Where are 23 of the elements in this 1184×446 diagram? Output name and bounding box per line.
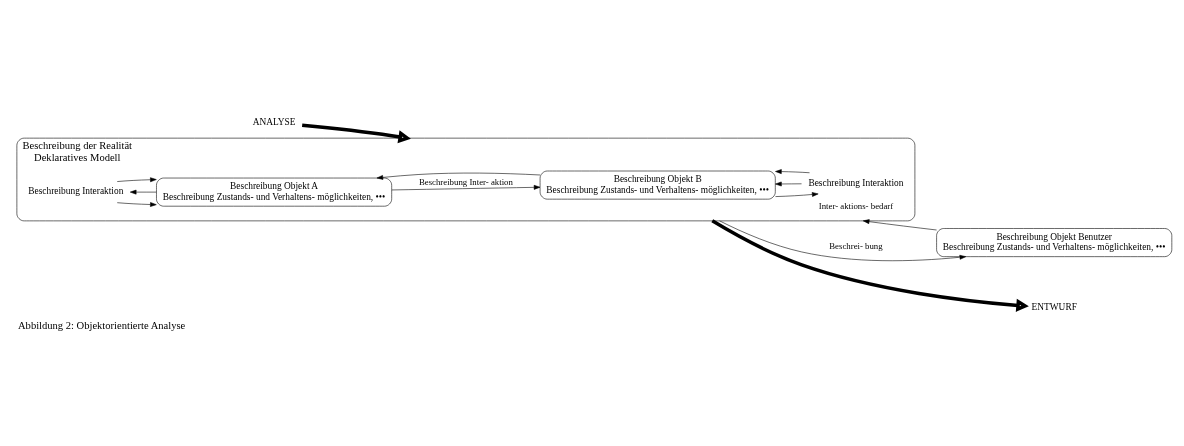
node-text: ENTWURF [1031, 301, 1077, 312]
node-text: Beschreibung Interaktion [28, 185, 124, 196]
node-box: Beschreibung Objekt Benutzer Beschreibung Zustands- und Verhaltens- möglichkeiten, ••• [936, 227, 1173, 257]
arrow [129, 189, 157, 194]
arrow [302, 123, 411, 143]
arrow [719, 220, 967, 261]
arrow [116, 201, 157, 207]
arrow [376, 172, 541, 180]
arrow [711, 218, 1029, 312]
edge-label: Beschrei- bung [829, 240, 883, 251]
edge-label: Beschreibung Inter- aktion [418, 176, 513, 187]
arrow [775, 191, 819, 197]
arrow [775, 181, 802, 186]
arrow [116, 176, 157, 182]
arrow [862, 218, 937, 230]
arrow [391, 184, 541, 190]
node-text: ANALYSE [252, 116, 296, 127]
node-text: Beschreibung Interaktion [808, 177, 904, 188]
arrow [775, 168, 810, 174]
node-box: Beschreibung Objekt A Beschreibung Zustands- und Verhaltens- möglichkeiten, ••• [156, 177, 392, 206]
caption: Abbildung 2: Objektorientierte Analyse [18, 319, 186, 331]
edge-label: Inter- aktions- bedarf [818, 200, 894, 211]
node-box: Beschreibung Objekt B Beschreibung Zustands- und Verhaltens- möglichkeiten, ••• [539, 170, 776, 199]
